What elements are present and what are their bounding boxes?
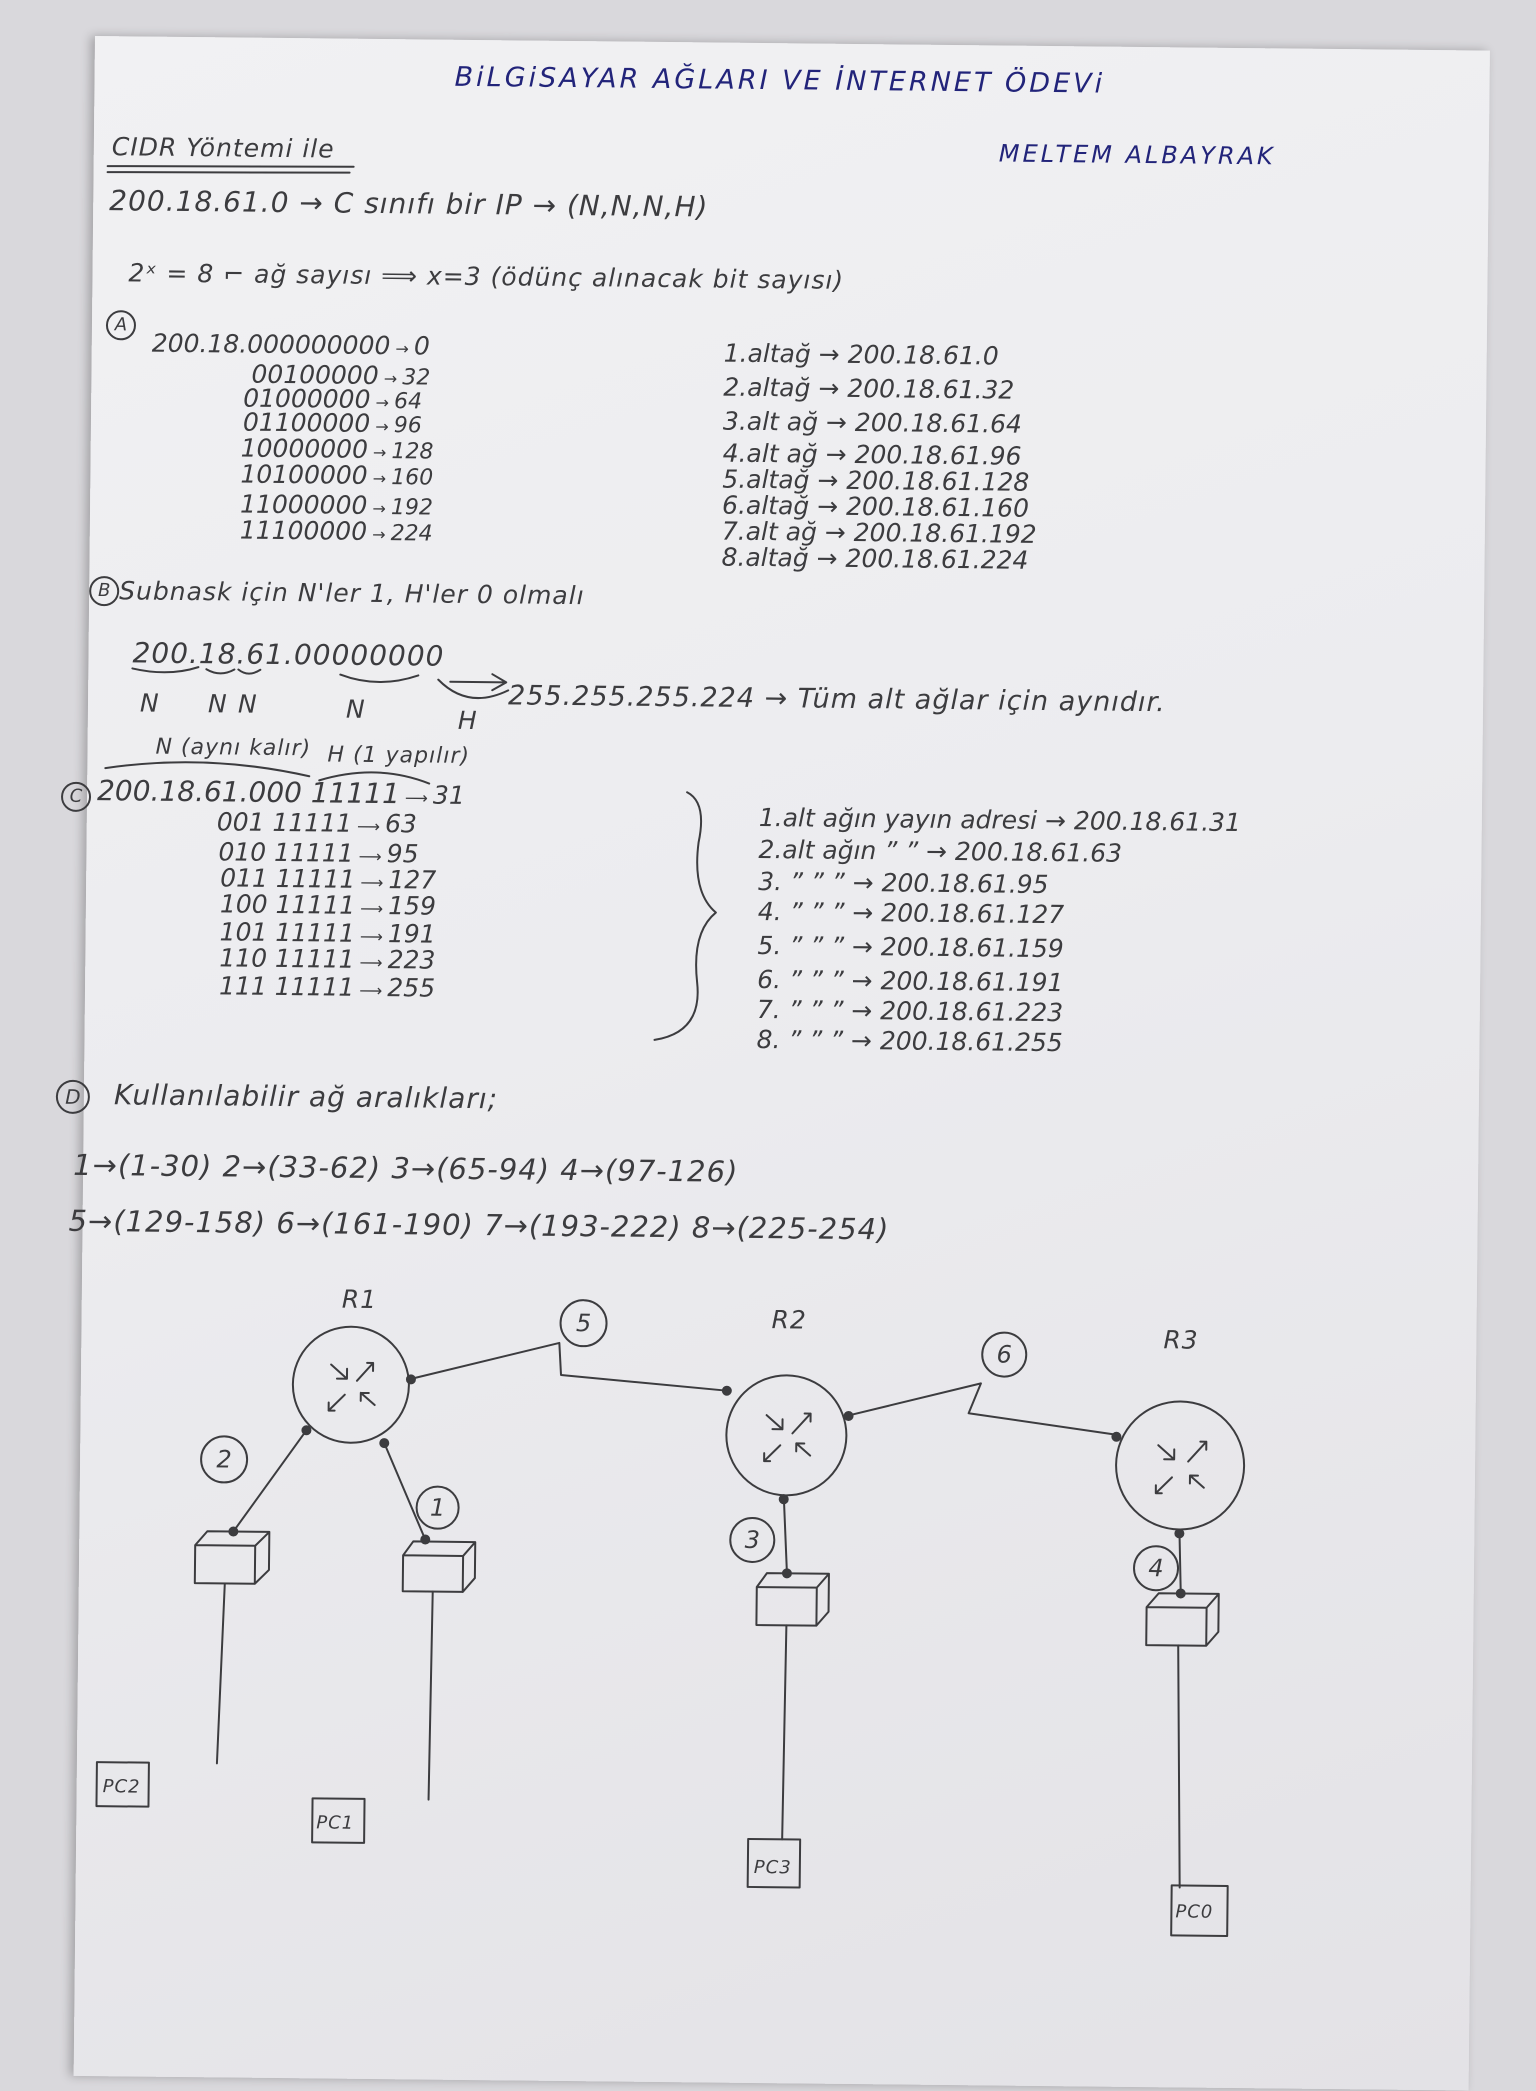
link-r3-switch4 [1178, 1528, 1182, 1595]
section-b-hooks [131, 666, 510, 700]
link-switch1-pc1 [427, 1590, 434, 1801]
switch-1-icon [401, 1540, 477, 1593]
link-r2-r3 [845, 1382, 1118, 1436]
link-r2-switch3 [782, 1494, 788, 1575]
pc3-box [746, 1837, 802, 1889]
method-underline [106, 165, 355, 174]
switch-4-icon [1145, 1592, 1220, 1647]
pencil-drawings [95, 165, 1246, 1937]
link-switch3-pc3 [781, 1624, 788, 1841]
pc0-box [1170, 1884, 1229, 1937]
section-c-brace [653, 791, 717, 1041]
router-r3-icon [1115, 1400, 1246, 1531]
link-r1-switch2 [232, 1429, 308, 1533]
link-switch2-pc2 [215, 1582, 226, 1765]
pc2-box [95, 1761, 150, 1808]
router-r2-icon [725, 1374, 848, 1497]
switch-2-icon [193, 1530, 271, 1585]
link-r1-switch1 [383, 1442, 427, 1541]
router-r1-icon [291, 1325, 410, 1444]
switch-3-icon [755, 1572, 830, 1627]
section-c-overbraces [104, 761, 431, 785]
section-b-arrow [449, 673, 508, 692]
link-r1-r2 [407, 1341, 728, 1392]
link-switch4-pc0 [1177, 1644, 1181, 1889]
pc1-box [311, 1797, 366, 1844]
paper-sheet: BiLGiSAYAR AĞLARI VE İNTERNET ÖDEVi MELT… [55, 36, 1490, 2091]
